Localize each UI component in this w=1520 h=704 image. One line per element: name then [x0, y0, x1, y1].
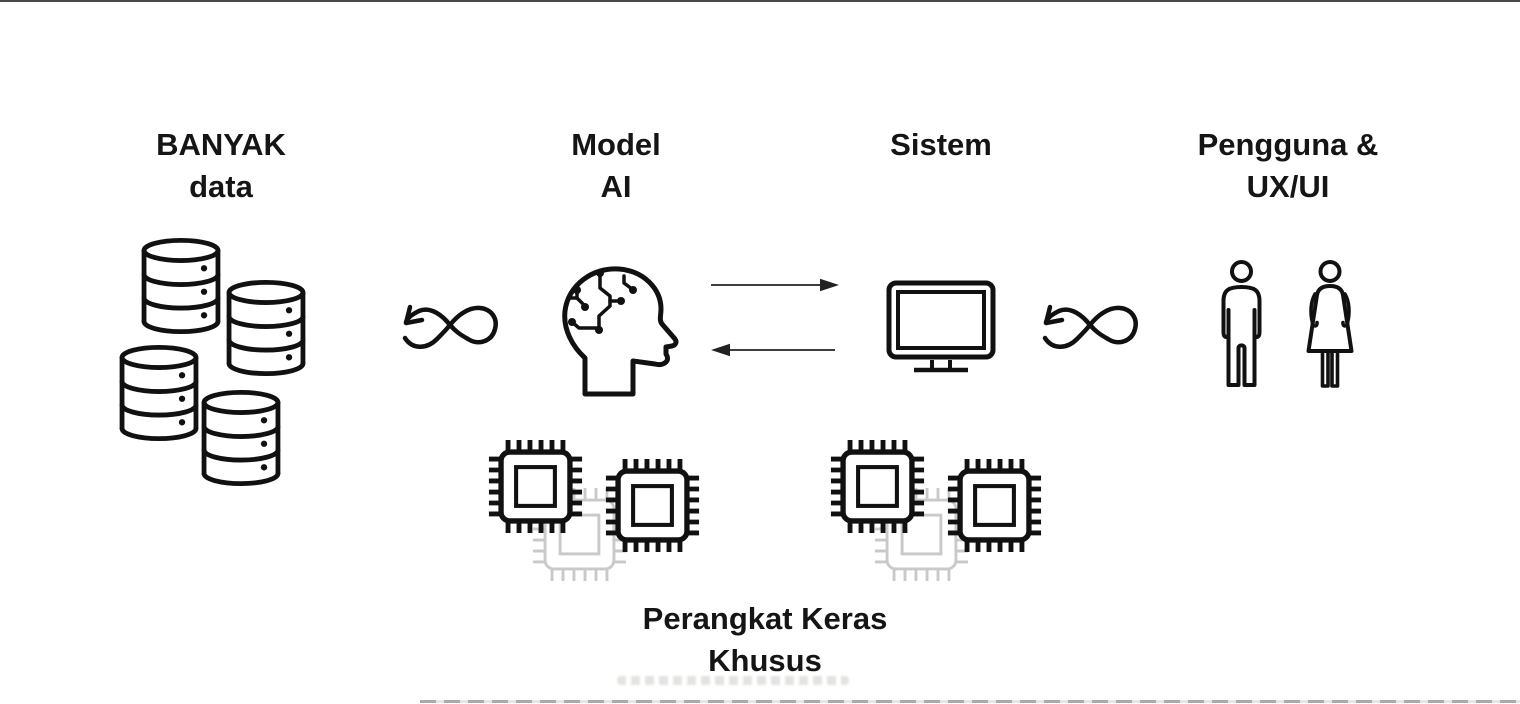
infinity-loop-arrow-icon — [402, 304, 498, 349]
frame-bottom-edge-artifact — [420, 700, 1520, 703]
ai-head-icon — [562, 266, 679, 397]
database-icon — [141, 238, 221, 334]
label-line: Pengguna & — [1197, 127, 1379, 162]
database-icon — [119, 345, 199, 441]
label-pengguna-uxui: Pengguna & UX/UI — [1198, 124, 1379, 208]
chip-icon — [605, 458, 700, 553]
chip-icon — [830, 439, 925, 534]
circuit-brain — [566, 271, 634, 330]
database-cluster-icon — [112, 228, 312, 490]
label-line: UX/UI — [1246, 169, 1330, 204]
database-icon — [226, 280, 306, 376]
ghost-caption-artifact — [617, 676, 849, 685]
label-line: AI — [600, 169, 632, 204]
chip-icon — [947, 458, 1042, 553]
chip-cluster-icon — [827, 436, 1045, 588]
frame-top-edge-artifact — [0, 0, 1520, 2]
label-line: data — [189, 169, 253, 204]
chip-icon — [488, 439, 583, 534]
bidirectional-arrows — [711, 278, 839, 357]
infinity-loop-arrow-icon — [1042, 304, 1138, 349]
label-banyak-data: BANYAK data — [156, 124, 286, 208]
people-icon — [1213, 260, 1361, 392]
label-line: Sistem — [890, 127, 992, 162]
database-icon — [201, 390, 281, 486]
monitor-icon — [886, 280, 996, 373]
label-model-ai: Model AI — [571, 124, 661, 208]
label-line: BANYAK — [156, 127, 286, 162]
label-perangkat-keras-khusus: Perangkat Keras Khusus — [643, 598, 888, 682]
chip-cluster-icon — [485, 436, 703, 588]
man-icon — [1221, 260, 1262, 387]
label-line: Perangkat Keras — [642, 601, 888, 636]
label-line: Model — [571, 127, 661, 162]
label-line: Khusus — [708, 643, 822, 678]
woman-icon — [1306, 260, 1354, 388]
label-sistem: Sistem — [890, 124, 992, 166]
